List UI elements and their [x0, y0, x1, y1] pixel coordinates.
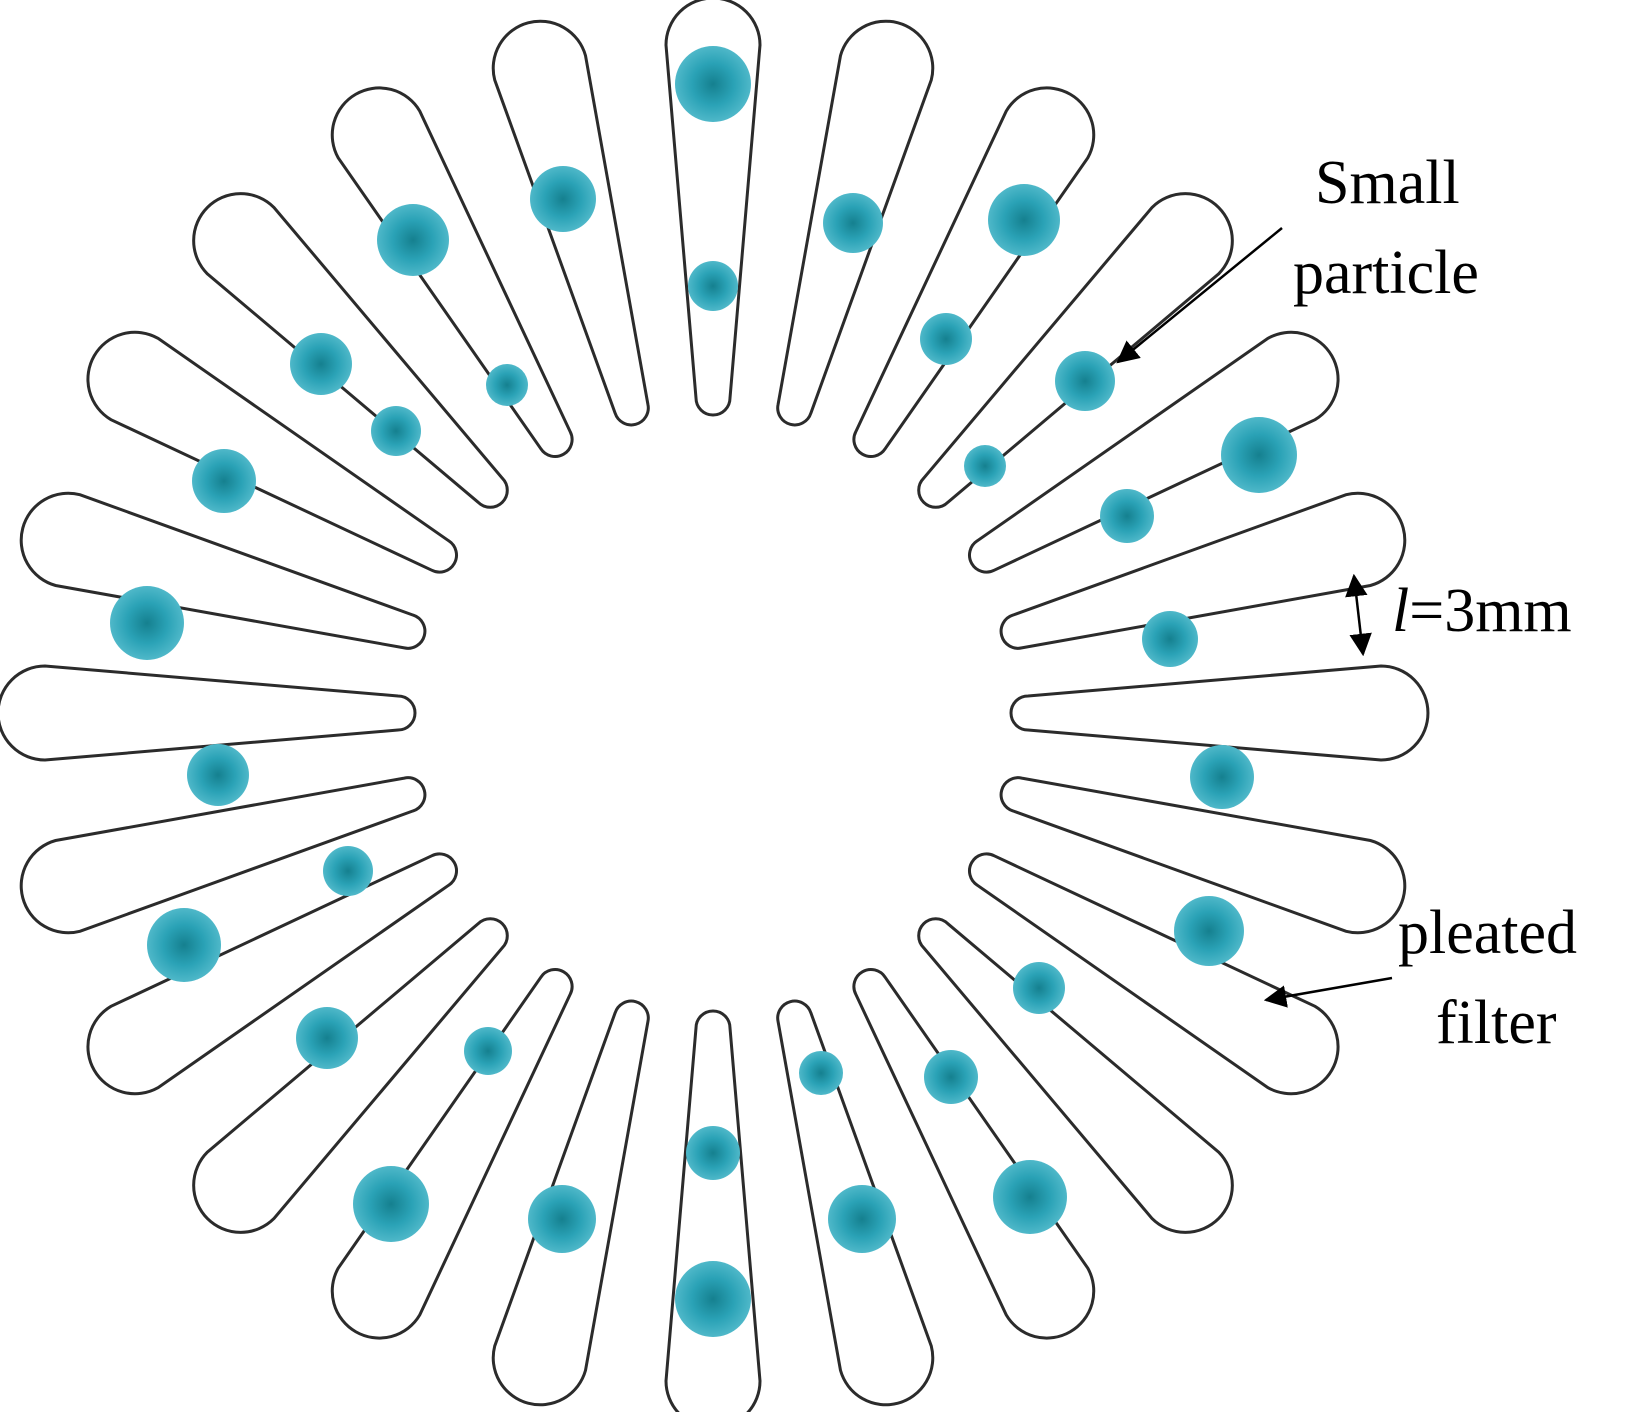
particle: [530, 166, 596, 232]
particle: [1142, 611, 1198, 667]
particle: [920, 313, 972, 365]
pleated-filter-callout: pleated filter: [1263, 899, 1577, 1057]
particle: [1190, 745, 1254, 809]
particle: [464, 1027, 512, 1075]
particle: [964, 445, 1006, 487]
particle: [377, 204, 449, 276]
particle: [675, 1261, 751, 1337]
filter-pleat: [192, 917, 509, 1234]
filter-pleat: [852, 968, 1096, 1340]
small-particle-label-line1: Small: [1315, 149, 1460, 217]
filter-pleat: [917, 192, 1234, 509]
filter-pleat: [852, 86, 1096, 458]
filter-pleat: [86, 330, 458, 574]
particles: [110, 46, 1297, 1337]
filter-pleat: [86, 852, 458, 1096]
small-particle-callout: Small particle: [1116, 149, 1479, 364]
particle: [1221, 417, 1297, 493]
filter-pleat: [999, 776, 1407, 935]
particle: [828, 1185, 896, 1253]
pleated-filter-arrow: [1263, 976, 1393, 1008]
filter-pleat: [330, 86, 574, 458]
filter-pleat: [968, 330, 1340, 574]
filter-pleat: [0, 664, 417, 762]
small-particle-label-line2: particle: [1293, 239, 1479, 307]
particle: [187, 744, 249, 806]
particle: [1100, 489, 1154, 543]
particle: [486, 364, 528, 406]
particle: [1055, 351, 1115, 411]
filter-pleat: [917, 917, 1234, 1234]
pleat-spacing-dimension: l=3mm: [1345, 573, 1572, 657]
filter-pleat: [664, 1009, 762, 1417]
particle: [688, 261, 738, 311]
particle: [675, 46, 751, 122]
dimension-arrow: [1345, 573, 1372, 657]
particle: [924, 1050, 978, 1104]
particle: [993, 1160, 1067, 1234]
dimension-label: l=3mm: [1392, 577, 1572, 645]
particle: [290, 333, 352, 395]
particle: [1013, 962, 1065, 1014]
particle: [323, 846, 373, 896]
dimension-italic-l: l: [1392, 577, 1409, 645]
particle: [1174, 896, 1244, 966]
pleated-filter-label-line2: filter: [1436, 989, 1557, 1057]
particle: [147, 908, 221, 982]
particle: [110, 586, 184, 660]
filter-pleat: [192, 192, 509, 509]
particle: [686, 1126, 740, 1180]
particle: [823, 193, 883, 253]
filter-pleat: [1009, 664, 1430, 762]
filter-pleat: [968, 852, 1340, 1096]
particle: [192, 449, 256, 513]
particle: [528, 1185, 596, 1253]
particle: [296, 1007, 358, 1069]
filter-pleat: [19, 491, 427, 650]
pleated-filter: [0, 0, 1430, 1417]
particle: [799, 1051, 843, 1095]
filter-pleat: [999, 491, 1407, 650]
particle: [353, 1166, 429, 1242]
filter-pleat: [330, 968, 574, 1340]
filter-pleat: [19, 776, 427, 935]
dimension-value: =3mm: [1409, 577, 1571, 645]
particle: [988, 184, 1060, 256]
pleated-filter-label-line1: pleated: [1398, 899, 1577, 967]
particle: [371, 406, 421, 456]
small-particle-arrow: [1116, 227, 1283, 364]
